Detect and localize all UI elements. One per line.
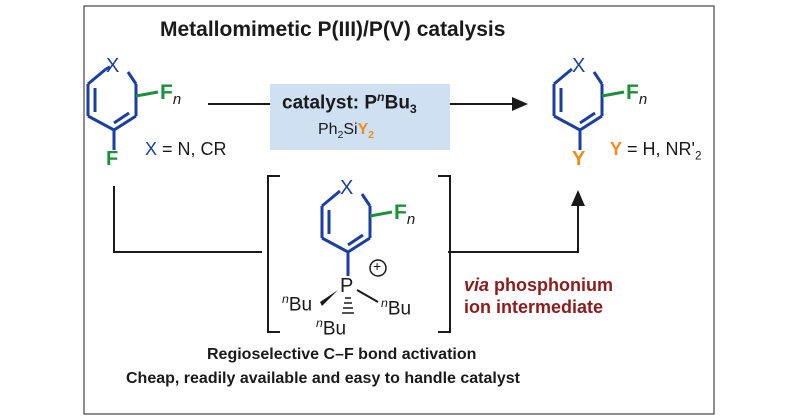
catalyst-label: catalyst: PnBu3	[282, 90, 417, 117]
left-bracket	[267, 175, 280, 333]
butyl-bottom: nBu	[316, 316, 347, 340]
substrate-fn: Fn	[160, 81, 182, 109]
substrate-f-atom: F	[106, 148, 119, 170]
frame	[83, 5, 715, 415]
reagent-label: Ph2SiY2	[318, 121, 375, 142]
butyl-left: nBu	[282, 292, 313, 316]
substrate-ring	[86, 65, 138, 132]
intermediate-x-atom: X	[340, 177, 354, 199]
pathway-line-out	[448, 206, 579, 253]
positive-charge: +	[373, 258, 382, 274]
footer-line-2: Cheap, readily available and easy to han…	[126, 370, 520, 387]
product-fn: Fn	[626, 81, 648, 109]
product-fn-bond	[601, 90, 625, 98]
substrate-x-atom: X	[106, 55, 120, 77]
charge-circle	[369, 259, 387, 277]
scheme-title: Metallomimetic P(III)/P(V) catalysis	[160, 18, 506, 41]
catalyst-box	[270, 84, 450, 150]
footer-line-1: Regioselective C–F bond activation	[207, 346, 477, 363]
product-y-atom: Y	[572, 148, 586, 170]
phosphorus-atom: P	[340, 275, 354, 297]
intermediate-fn: Fn	[394, 201, 416, 229]
right-bracket	[438, 175, 451, 333]
pathway-line	[113, 186, 262, 253]
p-bu-bond	[356, 289, 379, 303]
product-ring	[552, 67, 604, 132]
hash-bond	[342, 297, 354, 314]
x-definition: X = N, CR	[145, 139, 227, 159]
product-x-atom: X	[572, 55, 586, 77]
reaction-arrowhead	[512, 97, 528, 111]
intermediate-ring	[320, 189, 372, 254]
pathway-arrowhead	[571, 190, 585, 206]
wedge-bond	[320, 290, 338, 306]
butyl-right: nBu	[381, 296, 412, 320]
y-definition: Y = H, NR'2	[610, 139, 702, 163]
substrate-fn-bond	[135, 90, 159, 98]
intermediate-cf-bond	[369, 210, 393, 218]
